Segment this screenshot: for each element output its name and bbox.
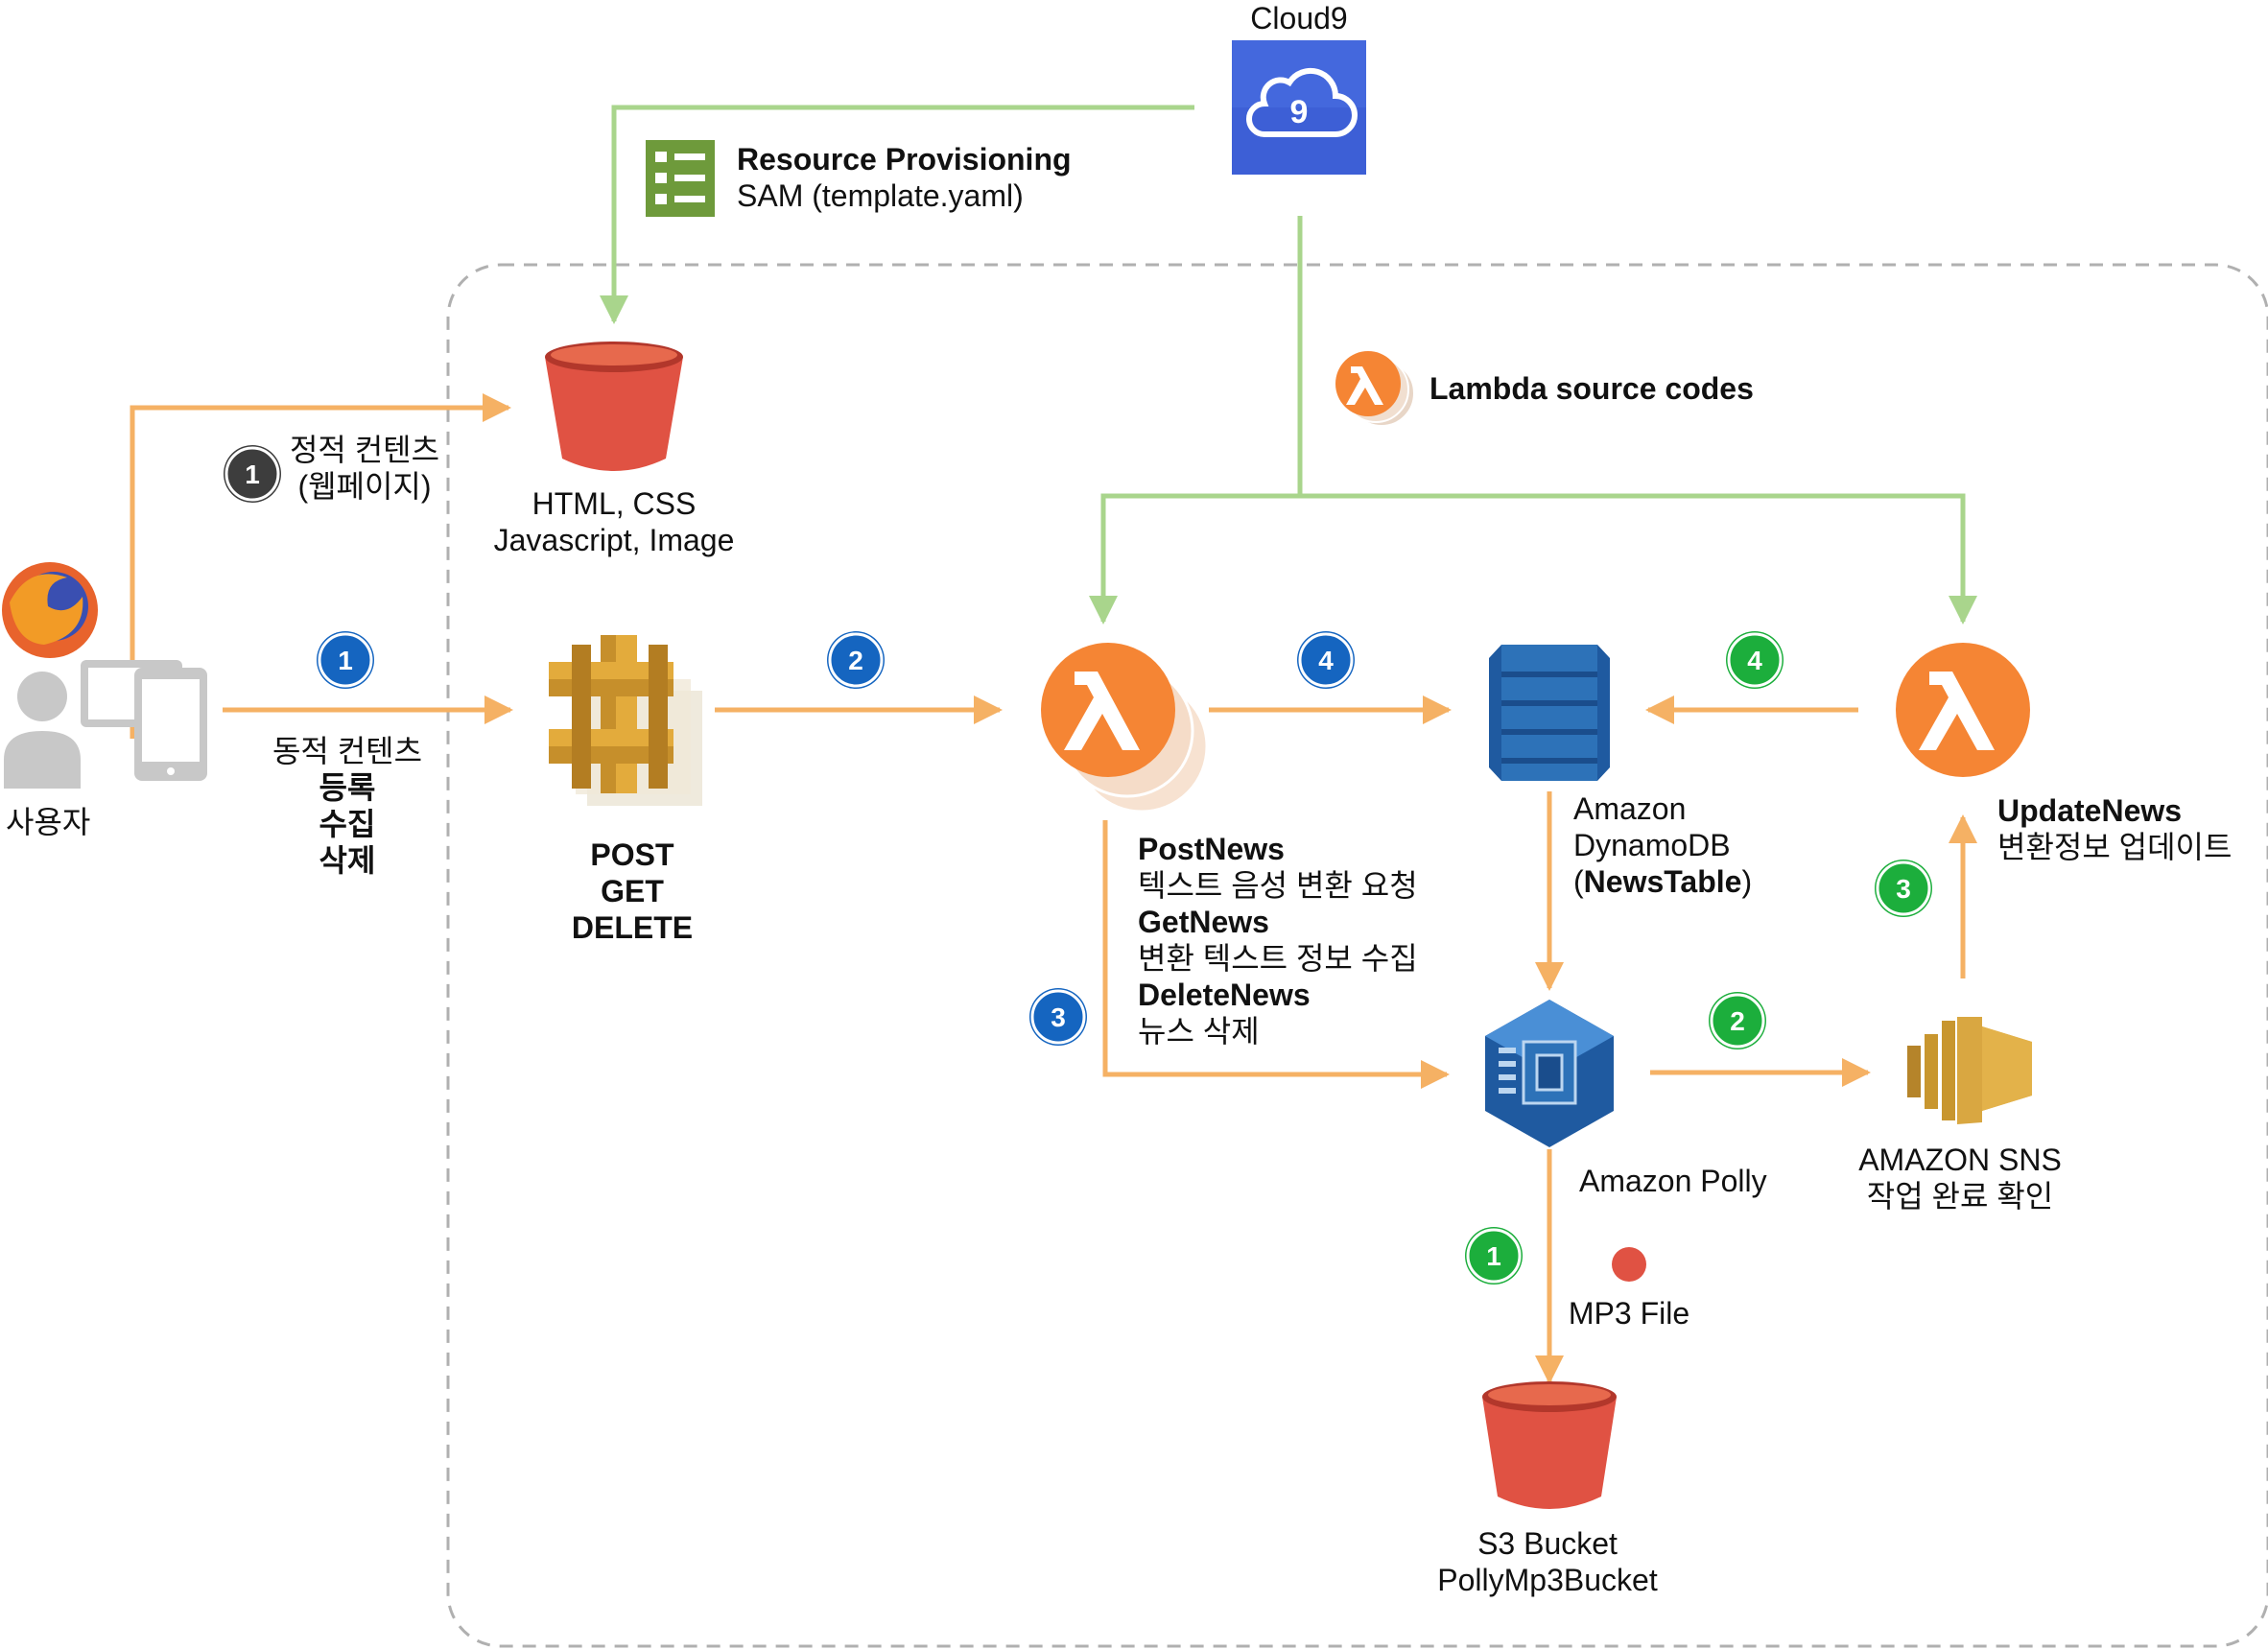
postnews-desc: 텍스트 음성 변환 요청 [1138, 868, 1418, 903]
user-label: 사용자 [6, 805, 91, 839]
api-method-post: POST [590, 837, 674, 872]
step-circles [224, 445, 1932, 1285]
static-content-label: 정적 컨텐츠 (웹페이지) [290, 432, 439, 505]
step-dynamic-1-number: 1 [338, 646, 353, 675]
getnews-name: GetNews [1138, 905, 1269, 939]
lambda-functions-label: PostNews 텍스트 음성 변환 요청 GetNews 변환 텍스트 정보 … [1138, 831, 1418, 1049]
step-blue-2-number: 2 [848, 646, 863, 675]
lambda-source-icon [1335, 351, 1415, 427]
s3-mp3-line2: PollyMp3Bucket [1437, 1563, 1658, 1597]
mp3-file-icon [1612, 1247, 1646, 1282]
green-connectors [600, 105, 1977, 625]
cloud9-icon [1232, 40, 1366, 175]
api-method-delete: DELETE [571, 910, 694, 945]
provisioning-subtitle: SAM (template.yaml) [737, 178, 1024, 213]
polly-label: Amazon Polly [1579, 1164, 1767, 1198]
api-method-get: GET [601, 874, 664, 908]
dynamic-content-line1: 동적 컨텐츠 [272, 734, 423, 768]
cloud9-label: Cloud9 [1250, 1, 1348, 35]
mp3-file-label: MP3 File [1568, 1296, 1690, 1331]
s3-web-line2: Javascript, Image [493, 523, 735, 557]
user-devices-icon [4, 660, 207, 789]
dynamic-content-label: 동적 컨텐츠 등록 수집 삭제 [272, 733, 422, 879]
dynamodb-line1: Amazon [1573, 791, 1687, 826]
s3-web-bucket-label: HTML, CSS Javascript, Image [494, 485, 735, 558]
lambda-main-icon [1041, 643, 1209, 813]
aws-cloud-boundary [446, 263, 2268, 1648]
to-main-lambda-arrow [1089, 493, 1300, 625]
sns-line1: AMAZON SNS [1858, 1143, 2062, 1177]
step-blue-3 [1029, 988, 1087, 1046]
cloud9-glyph: 9 [1290, 94, 1309, 130]
dynamic-content-line4: 삭제 [319, 843, 376, 878]
dynamic-content-line3: 수집 [319, 807, 376, 841]
amazon-polly-icon [1485, 1000, 1614, 1147]
dynamodb-line2: DynamoDB [1573, 828, 1731, 862]
s3-mp3-line1: S3 Bucket [1477, 1526, 1618, 1561]
amazon-sns-icon [1907, 1017, 2032, 1124]
cloud9-to-s3-arrow [600, 105, 1194, 324]
lambda-source-label: Lambda source codes [1429, 371, 1754, 406]
s3-web-bucket-icon [545, 342, 683, 471]
provisioning-title: Resource Provisioning [737, 142, 1072, 177]
dynamodb-label: Amazon DynamoDB (NewsTable) [1573, 790, 1752, 900]
dynamodb-icon [1489, 645, 1610, 781]
deletenews-name: DeleteNews [1138, 978, 1311, 1012]
template-list-icon [646, 140, 715, 217]
lambda-to-polly-arrow [1102, 820, 1450, 1089]
dynamodb-paren-close: ) [1741, 864, 1753, 899]
step-static-1 [224, 445, 281, 503]
update-lambda-label: UpdateNews 변환정보 업데이트 [1997, 792, 2232, 865]
step-green-1-number: 1 [1486, 1241, 1501, 1271]
user-to-s3-arrow [130, 393, 511, 739]
lambda-update-icon [1896, 643, 2030, 777]
step-green-4 [1726, 631, 1784, 689]
postnews-name: PostNews [1138, 832, 1285, 866]
orange-connectors [130, 393, 1977, 1384]
step-green-3-number: 3 [1896, 874, 1911, 904]
s3-web-line1: HTML, CSS [532, 486, 697, 521]
step-green-1 [1465, 1227, 1523, 1285]
firefox-icon [2, 562, 98, 658]
resource-provisioning-legend: Resource Provisioning SAM (template.yaml… [737, 141, 1072, 214]
sns-label: AMAZON SNS 작업 완료 확인 [1858, 1142, 2062, 1214]
step-green-2 [1709, 992, 1766, 1049]
api-gateway-methods-label: POST GET DELETE [572, 837, 693, 946]
updatenews-desc: 변환정보 업데이트 [1997, 830, 2233, 864]
static-content-line2: (웹페이지) [297, 469, 432, 504]
step-green-4-number: 4 [1747, 646, 1762, 675]
step-dynamic-1 [317, 631, 374, 689]
step-green-3 [1875, 860, 1932, 917]
sns-line2: 작업 완료 확인 [1866, 1179, 2054, 1214]
s3-mp3-bucket-icon [1482, 1381, 1617, 1509]
dynamodb-line3: (NewsTable) [1573, 863, 1752, 900]
step-blue-2 [827, 631, 885, 689]
step-blue-3-number: 3 [1051, 1002, 1066, 1032]
dynamic-content-line2: 등록 [319, 770, 376, 805]
getnews-desc: 변환 텍스트 정보 수집 [1138, 941, 1418, 976]
step-blue-4-number: 4 [1318, 646, 1334, 675]
api-gateway-icon [549, 635, 702, 806]
step-green-2-number: 2 [1730, 1006, 1745, 1036]
step-blue-4 [1297, 631, 1355, 689]
updatenews-name: UpdateNews [1997, 793, 2183, 828]
static-content-line1: 정적 컨텐츠 [289, 433, 440, 467]
s3-mp3-bucket-label: S3 Bucket PollyMp3Bucket [1437, 1525, 1657, 1598]
step-static-1-number: 1 [245, 460, 260, 489]
deletenews-desc: 뉴스 삭제 [1138, 1014, 1260, 1049]
dynamodb-table-name: NewsTable [1583, 864, 1742, 899]
to-update-lambda-arrow [1300, 493, 1977, 625]
dynamodb-paren-open: ( [1573, 864, 1584, 899]
